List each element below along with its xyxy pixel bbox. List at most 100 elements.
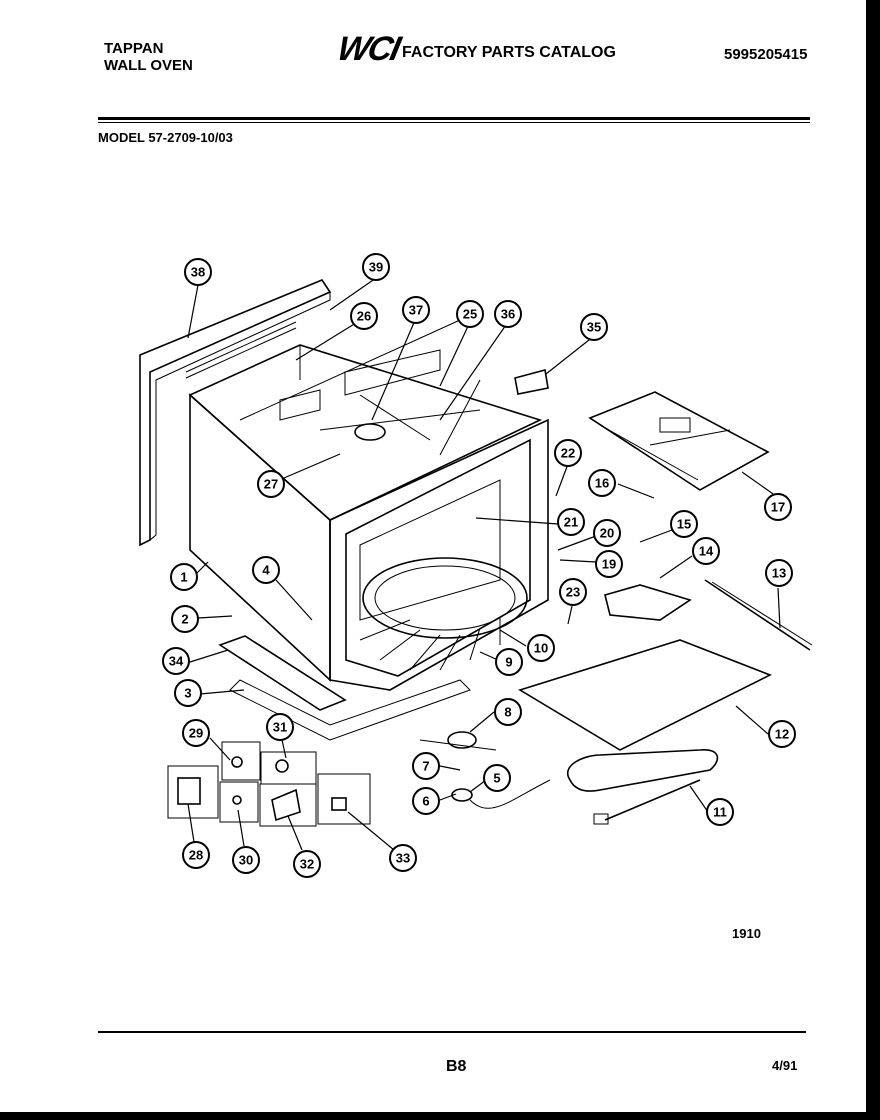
callout-27: 27	[257, 470, 285, 498]
callout-5: 5	[483, 764, 511, 792]
callout-39: 39	[362, 253, 390, 281]
callout-label: 27	[264, 477, 278, 492]
callout-label: 32	[300, 857, 314, 872]
callout-label: 1	[180, 570, 187, 585]
part-boxes	[167, 741, 371, 827]
part-door-frame	[139, 279, 332, 547]
catalog-title: FACTORY PARTS CATALOG	[402, 44, 616, 61]
callout-label: 16	[595, 476, 609, 491]
model-number: MODEL 57-2709-10/03	[98, 130, 233, 145]
callout-label: 14	[699, 544, 714, 559]
callout-label: 37	[409, 303, 423, 318]
callout-label: 38	[191, 265, 205, 280]
callout-16: 16	[588, 469, 616, 497]
parts-sheet	[0, 0, 866, 1112]
callout-label: 28	[189, 848, 203, 863]
callout-8: 8	[494, 698, 522, 726]
callout-29: 29	[182, 719, 210, 747]
callout-6: 6	[412, 787, 440, 815]
callout-34: 34	[162, 647, 190, 675]
part-14-bracket	[604, 584, 692, 621]
part-control-board	[588, 391, 770, 491]
callout-label: 19	[602, 557, 616, 572]
callout-20: 20	[593, 519, 621, 547]
callout-label: 26	[357, 309, 371, 324]
callout-label: 7	[422, 759, 429, 774]
callout-15: 15	[670, 510, 698, 538]
part-oven-bottom-element	[359, 557, 528, 671]
callout-label: 10	[534, 641, 548, 656]
callout-label: 23	[566, 585, 580, 600]
callout-25: 25	[456, 300, 484, 328]
callout-19: 19	[595, 550, 623, 578]
part-top-blower	[279, 349, 481, 456]
callout-label: 13	[772, 566, 786, 581]
footer-rule	[98, 1031, 806, 1033]
page-number: B8	[446, 1058, 467, 1075]
callout-26-top: 26	[350, 302, 378, 330]
brand-name: TAPPAN WALL OVEN	[104, 40, 193, 74]
callout-label: 36	[501, 307, 515, 322]
callout-17: 17	[764, 493, 792, 521]
leader-lines	[187, 277, 781, 851]
callout-label: 33	[396, 851, 410, 866]
callout-label: 9	[505, 655, 512, 670]
callout-label: 25	[463, 307, 477, 322]
callout-35: 35	[580, 313, 608, 341]
callout-9: 9	[495, 648, 523, 676]
callout-30: 30	[232, 846, 260, 874]
callout-11: 11	[706, 798, 734, 826]
part-probe-8	[419, 731, 551, 809]
callout-label: 6	[422, 794, 429, 809]
callout-label: 20	[600, 526, 614, 541]
header-rule-thin	[98, 122, 810, 123]
callout-label: 22	[561, 446, 575, 461]
callout-28: 28	[182, 841, 210, 869]
callout-37: 37	[402, 296, 430, 324]
callout-32: 32	[293, 850, 321, 878]
callout-13: 13	[765, 559, 793, 587]
callout-label: 11	[713, 805, 727, 820]
catalog-part-number: 5995205415	[724, 46, 808, 63]
callout-14: 14	[692, 537, 720, 565]
callout-label: 8	[504, 705, 511, 720]
callout-label: 34	[169, 654, 184, 669]
callout-7: 7	[412, 752, 440, 780]
callout-23: 23	[559, 578, 587, 606]
diagram-code: 1910	[732, 926, 761, 941]
callout-label: 3	[184, 686, 191, 701]
callout-36: 36	[494, 300, 522, 328]
brand-line-2: WALL OVEN	[104, 57, 193, 74]
callout-label: 15	[677, 517, 691, 532]
callout-1: 1	[170, 563, 198, 591]
callout-label: 35	[587, 320, 601, 335]
part-bake-element	[567, 749, 719, 825]
callout-label: 30	[239, 853, 253, 868]
callout-4: 4	[252, 556, 280, 584]
callout-22: 22	[554, 439, 582, 467]
callout-3: 3	[174, 679, 202, 707]
callout-label: 21	[564, 515, 578, 530]
callout-label: 39	[369, 260, 383, 275]
callout-label: 17	[771, 500, 785, 515]
part-35-bracket	[514, 369, 549, 395]
callout-label: 12	[775, 727, 789, 742]
part-bottom-panel	[518, 639, 772, 751]
callout-38: 38	[184, 258, 212, 286]
part-oven-cabinet	[188, 319, 549, 691]
callout-label: 5	[493, 771, 500, 786]
callout-label: 31	[273, 720, 287, 735]
revision-date: 4/91	[772, 1058, 798, 1073]
callout-12: 12	[768, 720, 796, 748]
callout-31: 31	[266, 713, 294, 741]
brand-line-1: TAPPAN	[104, 40, 164, 57]
callout-label: 2	[181, 612, 188, 627]
callout-21: 21	[557, 508, 585, 536]
callout-label: 29	[189, 726, 203, 741]
callout-33: 33	[389, 844, 417, 872]
callout-2: 2	[171, 605, 199, 633]
header-rule	[98, 117, 810, 120]
callout-10: 10	[527, 634, 555, 662]
part-base-rails	[218, 635, 471, 741]
